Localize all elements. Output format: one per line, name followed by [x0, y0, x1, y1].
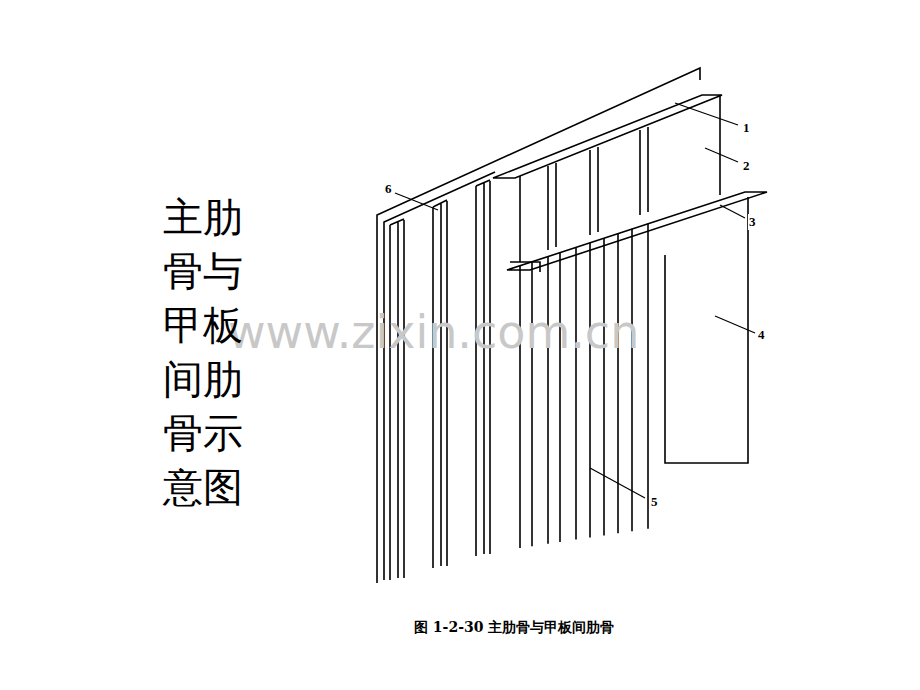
- web-frames: [390, 180, 490, 580]
- frame-line: [575, 247, 577, 539]
- frame-line: [547, 256, 549, 543]
- main-frame-4: [665, 197, 748, 463]
- callout-number: 3: [748, 214, 757, 230]
- deck-beam: [493, 95, 767, 272]
- figure-caption: 图 1-2-30 主肋骨与甲板间肋骨: [414, 619, 614, 637]
- tween-deck-frames: [520, 223, 648, 548]
- frame-line: [559, 253, 561, 542]
- callout-number: 4: [757, 327, 766, 343]
- frame-line: [617, 233, 619, 533]
- watermark: www.zixin.com.cn: [228, 305, 639, 359]
- callout-number: 6: [384, 181, 393, 197]
- frame-line: [631, 229, 633, 531]
- frame-line: [647, 223, 649, 528]
- title-text: 主肋骨与甲板间肋骨示意图: [163, 190, 247, 514]
- leader-lines: [395, 103, 755, 498]
- frame-line: [531, 262, 533, 546]
- frame-line: [603, 238, 605, 535]
- frame-line: [589, 243, 591, 538]
- callout-number: 2: [742, 158, 751, 174]
- shell-plate-edge: [384, 172, 495, 580]
- callout-number: 1: [742, 120, 751, 136]
- callout-number: 5: [650, 494, 659, 510]
